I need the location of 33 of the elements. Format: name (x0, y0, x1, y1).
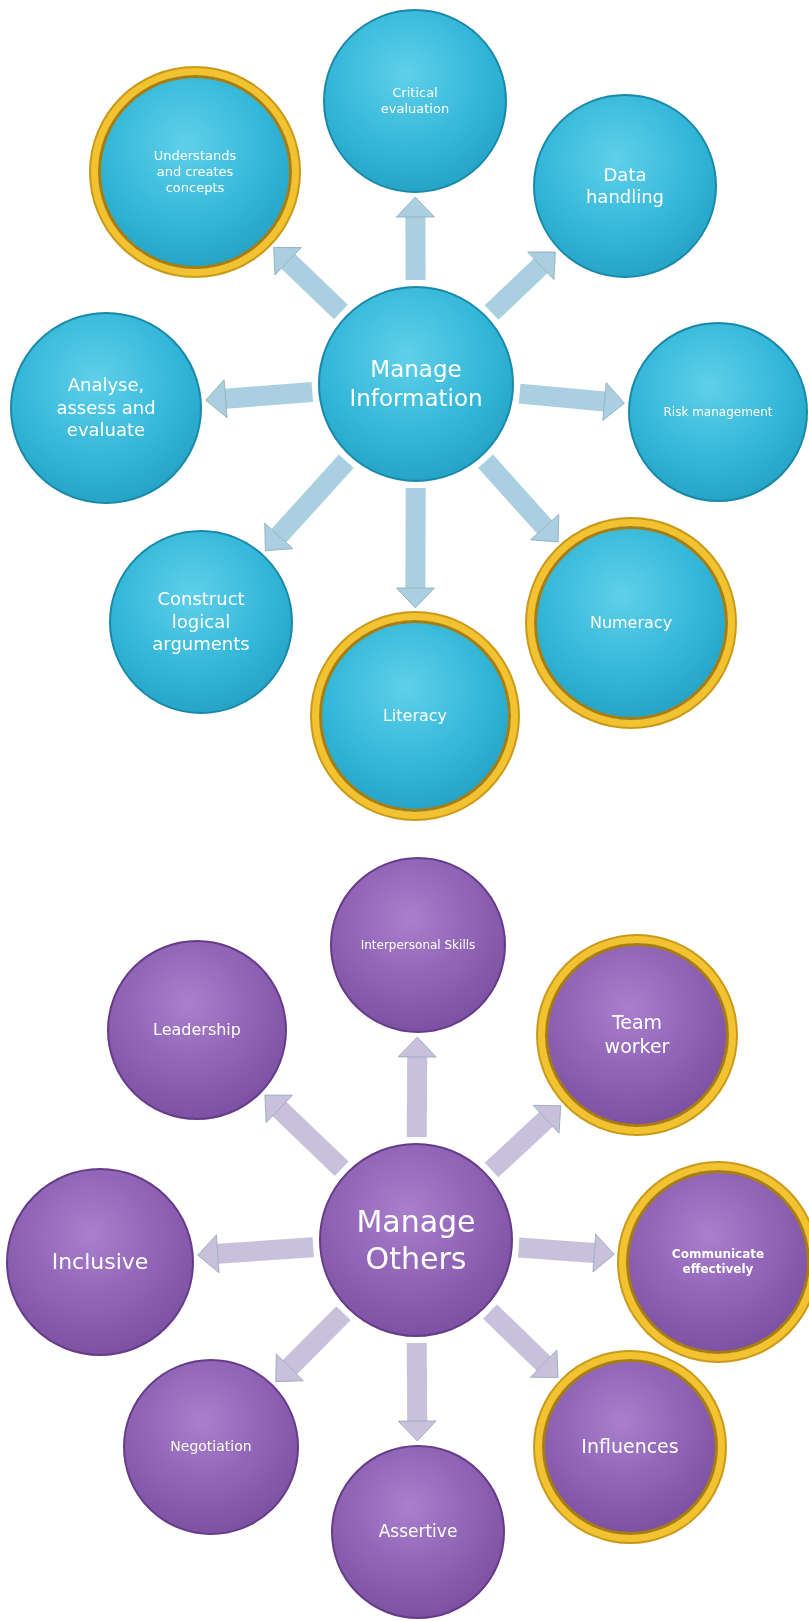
node-label: Leadership (152, 1020, 242, 1040)
node-label: Communicate effectively (670, 1247, 766, 1277)
node-label: Interpersonal Skills (359, 937, 477, 953)
node-label: Construct logical arguments (151, 588, 251, 656)
block-arrow (205, 379, 314, 419)
node-label: Analyse, assess and evaluate (55, 374, 157, 442)
node-label: Literacy (381, 706, 449, 726)
block-arrow (484, 251, 556, 320)
block-arrow (264, 454, 354, 552)
node-label: Influences (580, 1435, 680, 1459)
block-arrow (518, 382, 625, 421)
block-arrow (396, 196, 435, 281)
node-label: Team worker (603, 1011, 671, 1059)
node-label: Manage Information (348, 355, 484, 413)
block-arrow (264, 1094, 349, 1176)
block-arrow (518, 1233, 615, 1273)
node-label: Risk management (662, 404, 774, 420)
block-arrow (197, 1234, 314, 1274)
block-arrow (478, 454, 560, 543)
node-label: Data handling (584, 163, 666, 209)
block-arrow (397, 1342, 437, 1442)
node-label: Critical evaluation (379, 84, 451, 118)
block-arrow (396, 487, 435, 609)
block-arrow (273, 247, 348, 320)
block-arrow (484, 1105, 562, 1178)
node-label: Numeracy (588, 613, 674, 633)
node-label: Assertive (377, 1521, 459, 1543)
node-label: Inclusive (50, 1248, 150, 1276)
node-label: Understands and creates concepts (152, 147, 238, 197)
block-arrow (275, 1306, 351, 1382)
node-label: Manage Others (355, 1202, 477, 1278)
block-arrow (397, 1036, 437, 1138)
node-label: Negotiation (169, 1438, 253, 1456)
